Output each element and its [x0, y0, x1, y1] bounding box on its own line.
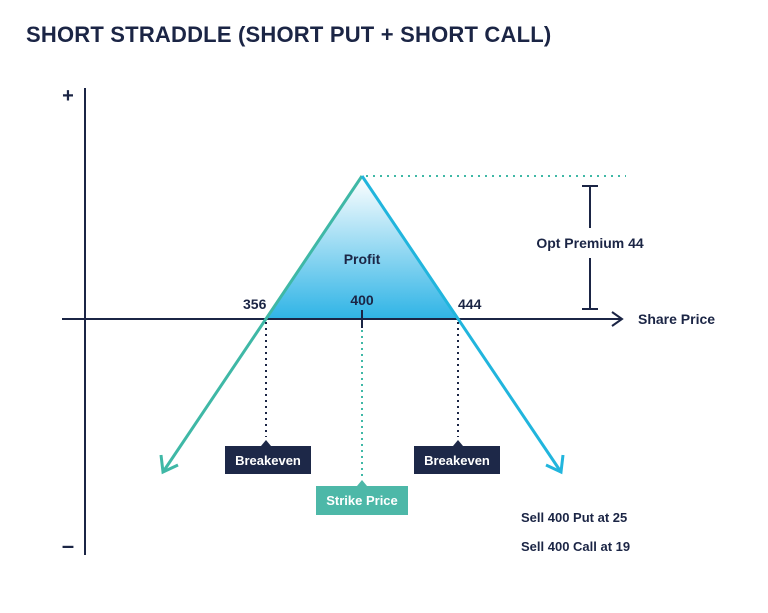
breakeven-right-box: Breakeven	[414, 440, 500, 474]
payoff-right-arrowhead	[545, 454, 565, 475]
strike-price-label: Strike Price	[326, 493, 398, 508]
diagram-title: SHORT STRADDLE (SHORT PUT + SHORT CALL)	[26, 22, 552, 47]
price-label-strike: 400	[350, 292, 374, 308]
payoff-left-leg	[161, 175, 364, 473]
breakeven-right-label: Breakeven	[424, 453, 490, 468]
premium-label: Opt Premium 44	[536, 235, 644, 251]
x-axis-label: Share Price	[638, 311, 715, 327]
x-axis-arrowhead	[611, 311, 624, 327]
price-label-upper-breakeven: 444	[458, 296, 482, 312]
note-sell-put: Sell 400 Put at 25	[521, 510, 627, 525]
note-sell-call: Sell 400 Call at 19	[521, 539, 630, 554]
payoff-right-leg	[360, 175, 563, 473]
strike-price-box: Strike Price	[316, 480, 408, 515]
breakeven-left-box: Breakeven	[225, 440, 311, 474]
breakeven-left-label: Breakeven	[235, 453, 301, 468]
profit-label: Profit	[344, 251, 381, 267]
y-axis-minus: –	[62, 533, 74, 558]
payoff-left-arrowhead	[159, 454, 179, 475]
price-label-lower-breakeven: 356	[243, 296, 267, 312]
profit-region	[266, 176, 458, 319]
y-axis-plus: +	[62, 85, 74, 107]
